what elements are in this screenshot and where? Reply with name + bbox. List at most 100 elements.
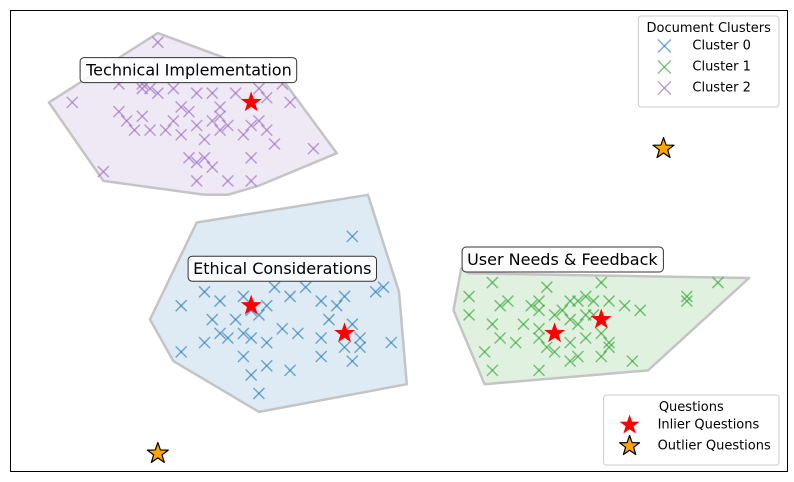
point-cluster-1 [517, 318, 530, 331]
point-cluster-0 [198, 285, 211, 298]
point-cluster-0 [284, 290, 297, 303]
point-cluster-2 [245, 174, 258, 187]
point-cluster-2 [245, 151, 258, 164]
legend-marker-cluster-0 [657, 38, 672, 54]
point-cluster-2 [190, 174, 203, 187]
point-cluster-2 [260, 91, 273, 104]
point-cluster-0 [237, 327, 250, 340]
point-cluster-0 [338, 290, 351, 303]
outlier-question-star [146, 441, 169, 464]
legend-entry-cluster-1: Cluster 1 [692, 60, 751, 75]
legend-title: Questions [659, 400, 724, 415]
legend-entry-cluster-0: Cluster 0 [692, 39, 751, 54]
point-cluster-0 [299, 281, 312, 294]
legend-marker-inlier-questions [619, 414, 640, 434]
point-cluster-1 [478, 345, 491, 358]
point-cluster-1 [462, 308, 476, 321]
point-cluster-0 [206, 313, 219, 326]
point-cluster-1 [579, 331, 592, 345]
point-cluster-1 [680, 290, 693, 303]
point-cluster-0 [338, 341, 351, 354]
point-cluster-0 [284, 364, 297, 377]
point-cluster-1 [501, 295, 514, 308]
point-cluster-2 [221, 174, 234, 187]
cluster-labels-layer: Ethical Considerations User Needs & Feedb… [79, 57, 664, 282]
hull-cluster-0 [148, 193, 409, 414]
point-cluster-2 [66, 96, 79, 109]
point-cluster-2 [198, 151, 211, 164]
point-cluster-1 [494, 299, 507, 312]
point-cluster-1 [486, 276, 499, 289]
point-cluster-2 [182, 105, 195, 118]
point-cluster-1 [540, 281, 553, 294]
point-cluster-2 [190, 119, 203, 132]
cluster-label-text: User Needs & Feedback [467, 250, 658, 269]
point-cluster-1 [626, 355, 639, 368]
point-cluster-2 [198, 133, 211, 146]
point-cluster-0 [346, 230, 359, 243]
point-cluster-2 [214, 124, 227, 137]
point-cluster-2 [252, 82, 265, 95]
point-cluster-2 [252, 114, 265, 127]
point-cluster-0 [221, 331, 234, 345]
point-cluster-1 [525, 299, 538, 312]
point-cluster-0 [346, 318, 359, 331]
point-cluster-0 [377, 281, 390, 294]
point-cluster-1 [595, 276, 608, 289]
point-cluster-2 [112, 105, 125, 118]
point-cluster-2 [245, 119, 258, 132]
point-cluster-2 [182, 151, 195, 164]
inlier-question-star [590, 308, 612, 329]
point-cluster-1 [618, 299, 631, 312]
point-cluster-1 [533, 364, 546, 377]
point-cluster-0 [260, 336, 273, 349]
point-cluster-1 [509, 336, 522, 349]
legend-marker-cluster-2 [657, 80, 672, 96]
point-cluster-1 [564, 355, 577, 368]
point-cluster-0 [315, 331, 328, 345]
point-cluster-1 [711, 276, 725, 289]
point-cluster-0 [237, 290, 250, 303]
point-cluster-0 [354, 341, 367, 354]
legend-entry-inlier-questions: Inlier Questions [658, 418, 760, 433]
point-cluster-1 [540, 341, 553, 354]
point-cluster-2 [151, 87, 164, 100]
point-cluster-1 [603, 336, 616, 349]
point-cluster-2 [167, 114, 180, 127]
point-cluster-1 [603, 341, 616, 354]
point-cluster-1 [486, 318, 499, 331]
inlier-question-star [334, 322, 355, 343]
point-cluster-0 [237, 350, 250, 363]
point-cluster-1 [533, 295, 546, 308]
point-cluster-2 [175, 128, 188, 141]
point-cluster-1 [571, 318, 584, 331]
point-cluster-2 [120, 114, 133, 127]
point-cluster-1 [533, 322, 546, 335]
point-cluster-0 [260, 299, 273, 312]
point-cluster-2 [214, 100, 227, 114]
point-cluster-1 [462, 290, 476, 303]
point-cluster-2 [229, 87, 242, 100]
point-cluster-0 [330, 299, 343, 312]
point-cluster-1 [595, 350, 608, 363]
point-cluster-2 [206, 87, 219, 100]
legend-marker-outlier-questions [619, 434, 641, 456]
legend-entry-cluster-2: Cluster 2 [692, 81, 751, 96]
point-cluster-0 [346, 355, 359, 368]
point-cluster-0 [315, 295, 328, 308]
point-cluster-2 [175, 100, 188, 114]
legend-entry-outlier-questions: Outlier Questions [658, 439, 771, 454]
point-cluster-2 [206, 114, 219, 127]
cluster-label-text: Ethical Considerations [193, 259, 371, 278]
point-cluster-0 [268, 281, 281, 294]
point-cluster-0 [276, 322, 289, 335]
point-cluster-0 [354, 331, 367, 345]
point-cluster-1 [533, 304, 546, 317]
point-cluster-1 [486, 364, 499, 377]
cluster-label-technical-implementation: Technical Implementation [79, 57, 298, 84]
point-cluster-2 [307, 142, 320, 155]
cluster-label-text: Technical Implementation [85, 61, 292, 80]
